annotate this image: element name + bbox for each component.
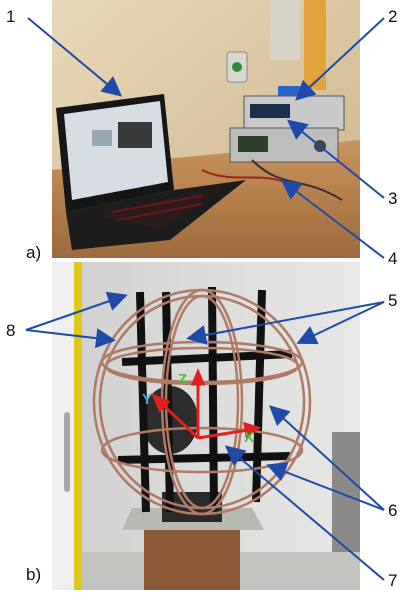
axis-label-x: X (244, 429, 255, 446)
panel-label-b: b) (26, 565, 42, 584)
arrow-4 (280, 179, 385, 259)
arrow-8a (25, 291, 128, 331)
callout-2: 2 (388, 7, 398, 26)
axis-label-z: Z (178, 371, 188, 388)
arrow-6b (266, 462, 385, 511)
arrow-2 (295, 17, 385, 101)
photo-panel-b (52, 262, 360, 590)
callout-5: 5 (388, 291, 398, 310)
callout-8: 8 (6, 321, 16, 340)
coil-system-photo (52, 262, 360, 590)
callout-1: 1 (6, 7, 16, 26)
arrow-6a (269, 405, 385, 511)
lab-bench-photo (52, 0, 360, 258)
arrow-5b (296, 301, 385, 345)
arrow-8b (25, 328, 116, 349)
axis-label-y: Y (142, 391, 153, 408)
arrow-3 (286, 119, 385, 199)
callout-4: 4 (388, 249, 398, 268)
arrow-5a (186, 301, 385, 345)
callout-6: 6 (388, 501, 398, 520)
arrow-7 (224, 445, 385, 581)
photo-panel-a (52, 0, 360, 258)
callout-7: 7 (388, 571, 398, 590)
arrow-1 (27, 17, 123, 97)
callout-3: 3 (388, 189, 398, 208)
panel-label-a: a) (26, 243, 42, 262)
